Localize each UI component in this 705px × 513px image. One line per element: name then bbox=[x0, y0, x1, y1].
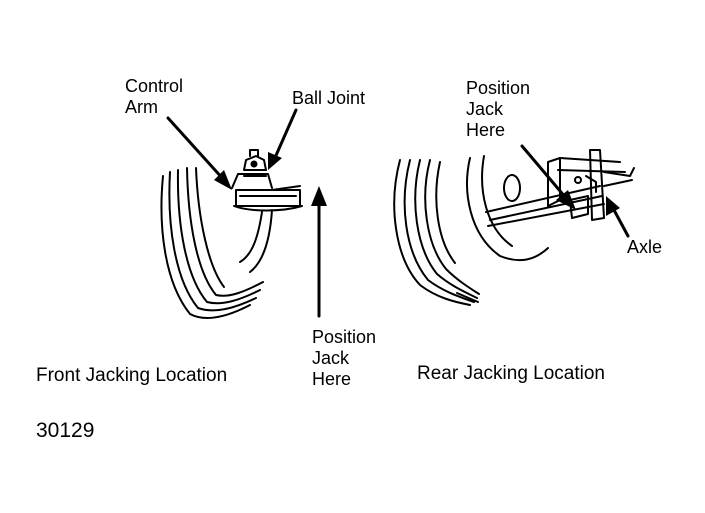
arrow-head-control-arm bbox=[214, 170, 232, 190]
control-arm-label: Control Arm bbox=[125, 76, 184, 117]
ball-joint-label: Ball Joint bbox=[292, 88, 366, 108]
rear-axle bbox=[485, 149, 635, 227]
front-jacking-caption: Front Jacking Location bbox=[36, 365, 228, 386]
figure-number: 30129 bbox=[36, 419, 95, 442]
rear-jacking-caption: Rear Jacking Location bbox=[417, 363, 605, 384]
arrow-head-front-jack bbox=[311, 186, 327, 206]
front-arrows bbox=[166, 108, 321, 318]
rear-wheel-arc bbox=[466, 155, 549, 262]
arrow-head-axle bbox=[606, 196, 620, 216]
rear-tire bbox=[393, 159, 480, 306]
front-ball-joint bbox=[243, 149, 267, 177]
axle-label: Axle bbox=[627, 237, 663, 257]
arrow-head-rear-jack bbox=[556, 190, 576, 210]
rear-arrows bbox=[520, 144, 630, 238]
front-control-arm bbox=[231, 173, 303, 212]
front-tire bbox=[160, 167, 273, 320]
rear-position-jack-label: Position Jack Here bbox=[466, 78, 531, 140]
arrow-head-ball-joint bbox=[268, 152, 282, 170]
front-position-jack-label: Position Jack Here bbox=[312, 327, 377, 389]
